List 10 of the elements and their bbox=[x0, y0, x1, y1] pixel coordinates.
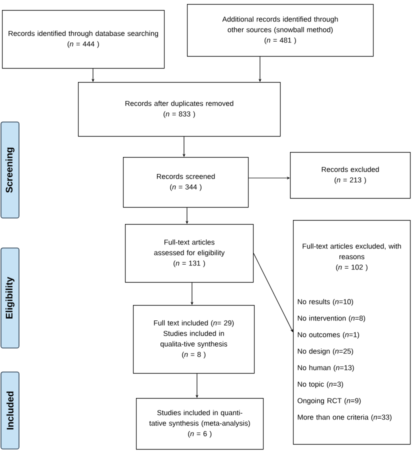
stage-band: Eligibility bbox=[0, 248, 20, 348]
arrow bbox=[186, 207, 188, 224]
arrow bbox=[190, 282, 194, 305]
arrow bbox=[258, 56, 262, 82]
arrow bbox=[182, 136, 186, 157]
stage-band: Screening bbox=[0, 122, 20, 218]
arrow bbox=[92, 68, 94, 82]
arrow bbox=[248, 176, 290, 180]
stage-band: Included bbox=[0, 372, 20, 450]
arrow bbox=[196, 373, 198, 398]
